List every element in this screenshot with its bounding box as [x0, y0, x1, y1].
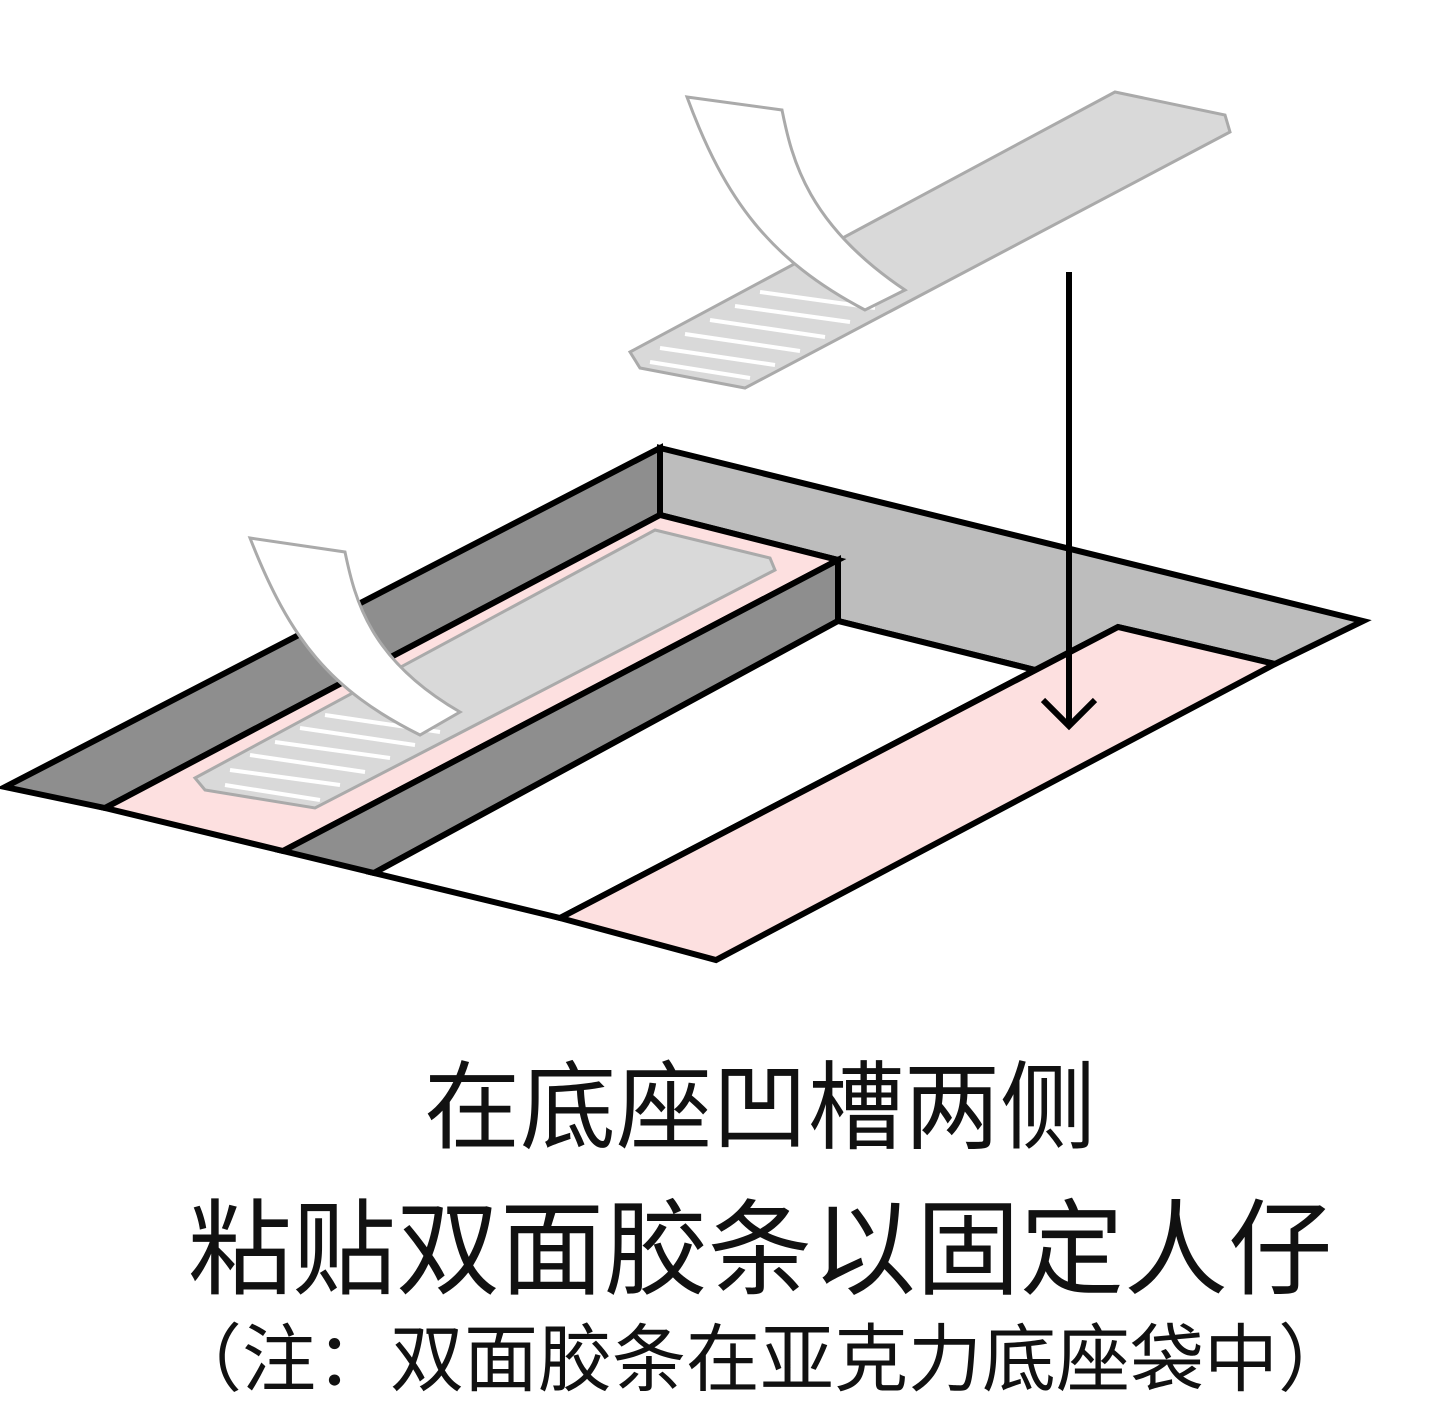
right-pink-strip: [551, 623, 1284, 964]
caption-note: （注：双面胶条在亚克力底座袋中）: [168, 1317, 1352, 1403]
caption-line-2: 粘贴双面胶条以固定人仔: [187, 1189, 1332, 1311]
tape-floating: [627, 90, 1232, 390]
down-arrow-icon: [1040, 272, 1098, 731]
tape-left: [192, 528, 777, 810]
caption-line-1: 在底座凹槽两侧: [424, 1052, 1096, 1164]
